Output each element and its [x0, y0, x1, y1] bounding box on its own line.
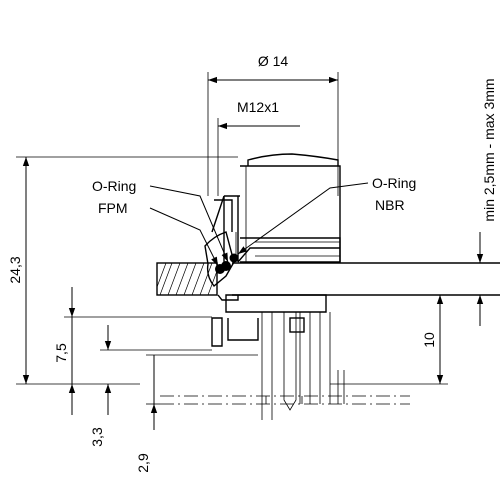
diameter-dimension: Ø 14	[207, 53, 339, 196]
height-7-5-dimension: 7,5	[53, 287, 212, 415]
height-3-3-dimension: 3,3	[89, 325, 212, 447]
height-2-9-label: 2,9	[135, 453, 151, 473]
height-3-3-label: 3,3	[89, 427, 105, 447]
depth-10-dimension: 10	[330, 295, 448, 385]
total-height-label: 24,3	[7, 256, 23, 283]
depth-10-label: 10	[421, 332, 437, 348]
height-7-5-label: 7,5	[53, 343, 69, 363]
connector-pins	[160, 312, 410, 420]
oring-nbr-label-line1: O-Ring	[372, 175, 416, 191]
panel-thickness-dimension: min 2,5mm - max 3mm	[476, 78, 497, 326]
oring-fpm-label-line2: FPM	[98, 200, 128, 216]
oring-nbr-label-line2: NBR	[375, 197, 405, 213]
panel-thickness-label: min 2,5mm - max 3mm	[481, 78, 497, 221]
oring-fpm-label-line1: O-Ring	[92, 178, 136, 194]
thread-label: M12x1	[237, 99, 279, 115]
oring-nbr-annotation: O-Ring NBR	[237, 175, 416, 255]
connector-body	[204, 153, 341, 313]
diameter-label: Ø 14	[258, 53, 289, 69]
thread-dimension: M12x1	[217, 99, 300, 196]
height-2-9-dimension: 2,9	[135, 354, 258, 473]
total-height-dimension: 24,3	[7, 156, 238, 385]
oring-nbr	[229, 253, 239, 263]
oring-fpm-lower	[215, 264, 225, 274]
oring-fpm-annotation: O-Ring FPM	[92, 178, 229, 267]
mounting-panel	[156, 262, 500, 296]
